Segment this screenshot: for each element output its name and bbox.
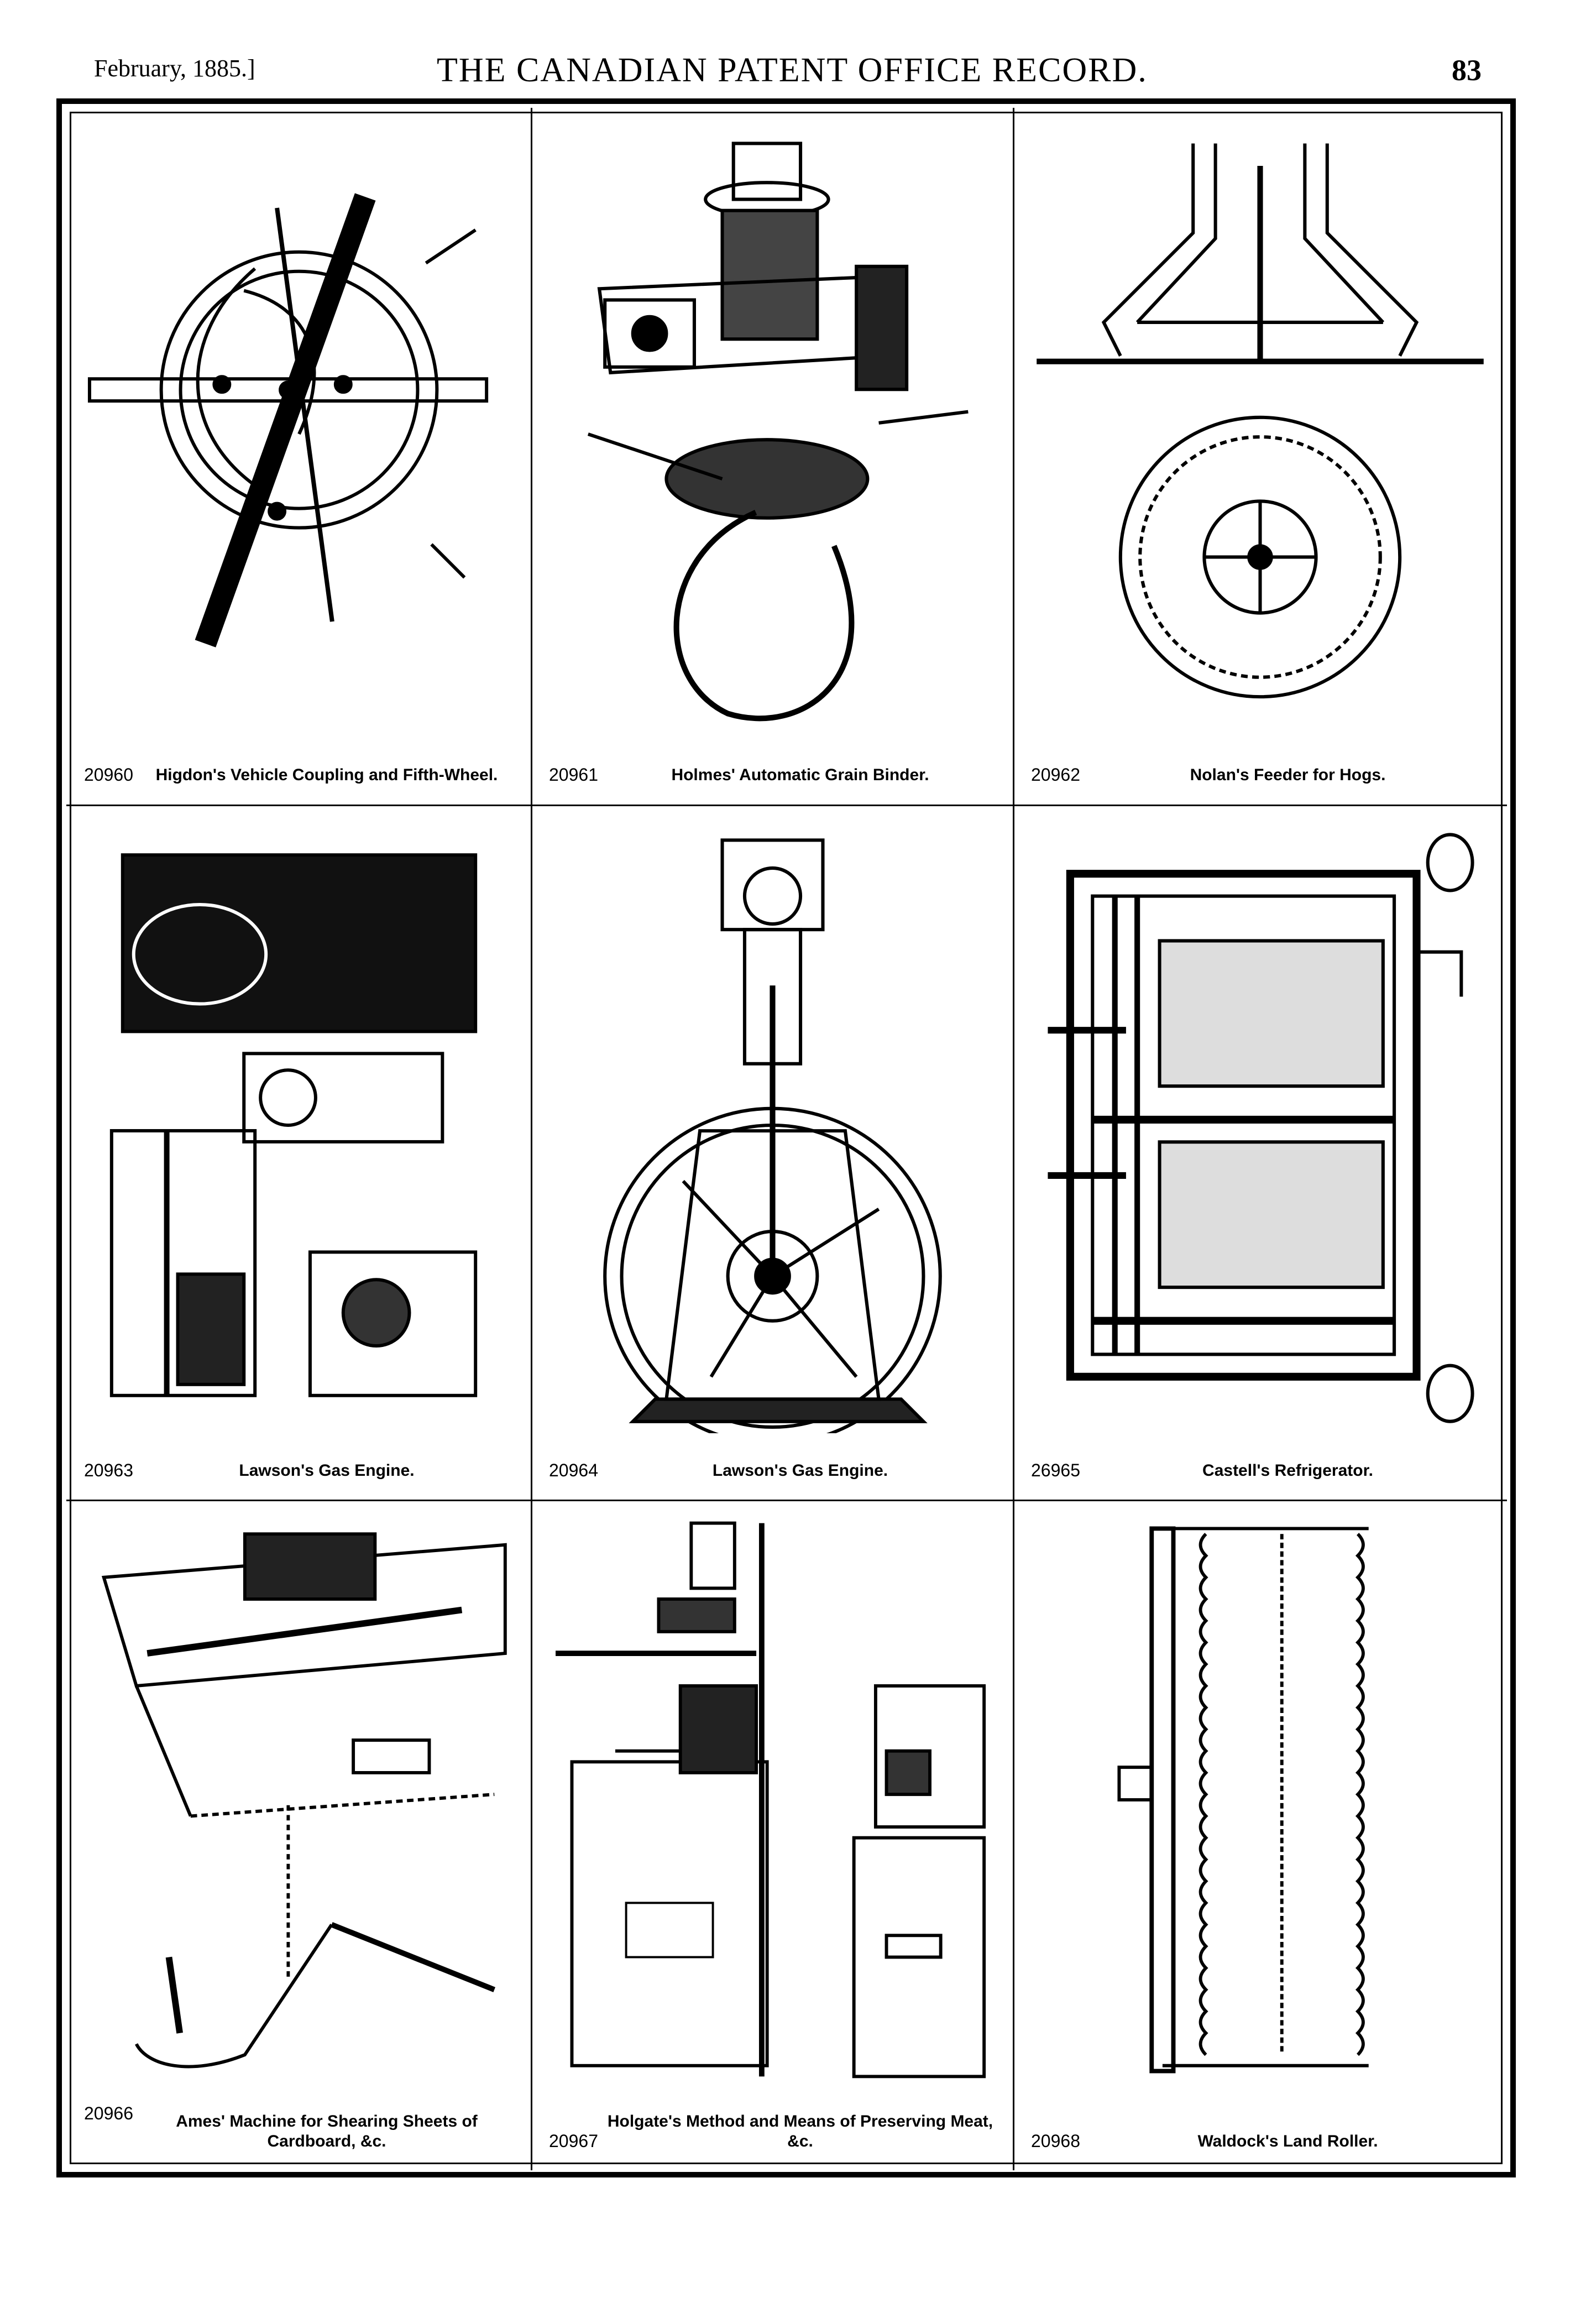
page-header: February, 1885.] THE CANADIAN PATENT OFF… [88, 49, 1504, 98]
publication-title: THE CANADIAN PATENT OFFICE RECORD. [437, 51, 1148, 89]
meat-preserving-drawing [543, 1512, 1002, 2087]
patent-title: Ames' Machine for Shearing Sheets of Car… [176, 2112, 478, 2150]
patent-figure-20964: 20964 Lawson's Gas Engine. [532, 806, 1013, 1500]
grid-divider [66, 805, 1507, 806]
grid-divider [531, 108, 532, 2170]
grain-binder-drawing [543, 119, 1002, 738]
patent-figure-20966: 20966 Ames' Machine for Shearing Sheets … [67, 1501, 531, 2170]
figure-caption: 20968 Waldock's Land Roller. [1031, 2096, 1495, 2157]
patent-number: 20966 [84, 2103, 133, 2123]
patent-title: Lawson's Gas Engine. [239, 1461, 415, 1480]
patent-figure-20961: 20961 Holmes' Automatic Grain Binder. [532, 108, 1013, 804]
patent-number: 26965 [1031, 1460, 1080, 1480]
patent-number: 20960 [84, 765, 133, 785]
grid-divider [1013, 108, 1014, 2170]
figure-caption: 20961 Holmes' Automatic Grain Binder. [549, 746, 1002, 791]
patent-number: 20967 [549, 2131, 598, 2151]
patent-title: Lawson's Gas Engine. [712, 1461, 888, 1480]
coupling-drawing [78, 119, 520, 738]
figure-caption: 20967 Holgate's Method and Means of Pres… [549, 2096, 1002, 2157]
figure-caption: 20966 Ames' Machine for Shearing Sheets … [84, 2096, 520, 2157]
patent-title: Nolan's Feeder for Hogs. [1190, 766, 1386, 784]
patent-number: 20962 [1031, 765, 1080, 785]
figure-caption: 26965 Castell's Refrigerator. [1031, 1442, 1495, 1486]
patent-title: Castell's Refrigerator. [1202, 1461, 1373, 1480]
gas-engine-drawing-1 [78, 817, 520, 1433]
plate-frame [56, 98, 1516, 2177]
figure-caption: 20964 Lawson's Gas Engine. [549, 1442, 1002, 1486]
patent-number: 20964 [549, 1460, 598, 1480]
figure-caption: 20962 Nolan's Feeder for Hogs. [1031, 746, 1495, 791]
hog-feeder-drawing [1025, 119, 1495, 738]
page-number: 83 [1452, 54, 1482, 87]
land-roller-drawing [1025, 1512, 1495, 2087]
patent-title: Holmes' Automatic Grain Binder. [671, 766, 929, 784]
patent-figure-20960: 20960 Higdon's Vehicle Coupling and Fift… [67, 108, 531, 804]
grid-divider [66, 1500, 1507, 1501]
patent-figure-20963: 20963 Lawson's Gas Engine. [67, 806, 531, 1500]
patent-number: 20963 [84, 1460, 133, 1480]
patent-number: 20968 [1031, 2131, 1080, 2151]
cardboard-shear-drawing [78, 1512, 520, 2087]
patent-number: 20961 [549, 765, 598, 785]
issue-date: February, 1885.] [94, 55, 255, 82]
plate-inner-border [70, 112, 1503, 2164]
patent-figure-20962: 20962 Nolan's Feeder for Hogs. [1014, 108, 1506, 804]
patent-figure-20968: 20968 Waldock's Land Roller. [1014, 1501, 1506, 2170]
patent-figure-20967: 20967 Holgate's Method and Means of Pres… [532, 1501, 1013, 2170]
patent-title: Higdon's Vehicle Coupling and Fifth-Whee… [155, 766, 498, 784]
refrigerator-drawing [1025, 817, 1495, 1433]
patent-figure-20965: 26965 Castell's Refrigerator. [1014, 806, 1506, 1500]
patent-title: Waldock's Land Roller. [1197, 2132, 1378, 2150]
figure-caption: 20963 Lawson's Gas Engine. [84, 1442, 520, 1486]
gas-engine-drawing-2 [543, 817, 1002, 1433]
figure-caption: 20960 Higdon's Vehicle Coupling and Fift… [84, 746, 520, 791]
patent-title: Holgate's Method and Means of Preserving… [607, 2112, 993, 2150]
